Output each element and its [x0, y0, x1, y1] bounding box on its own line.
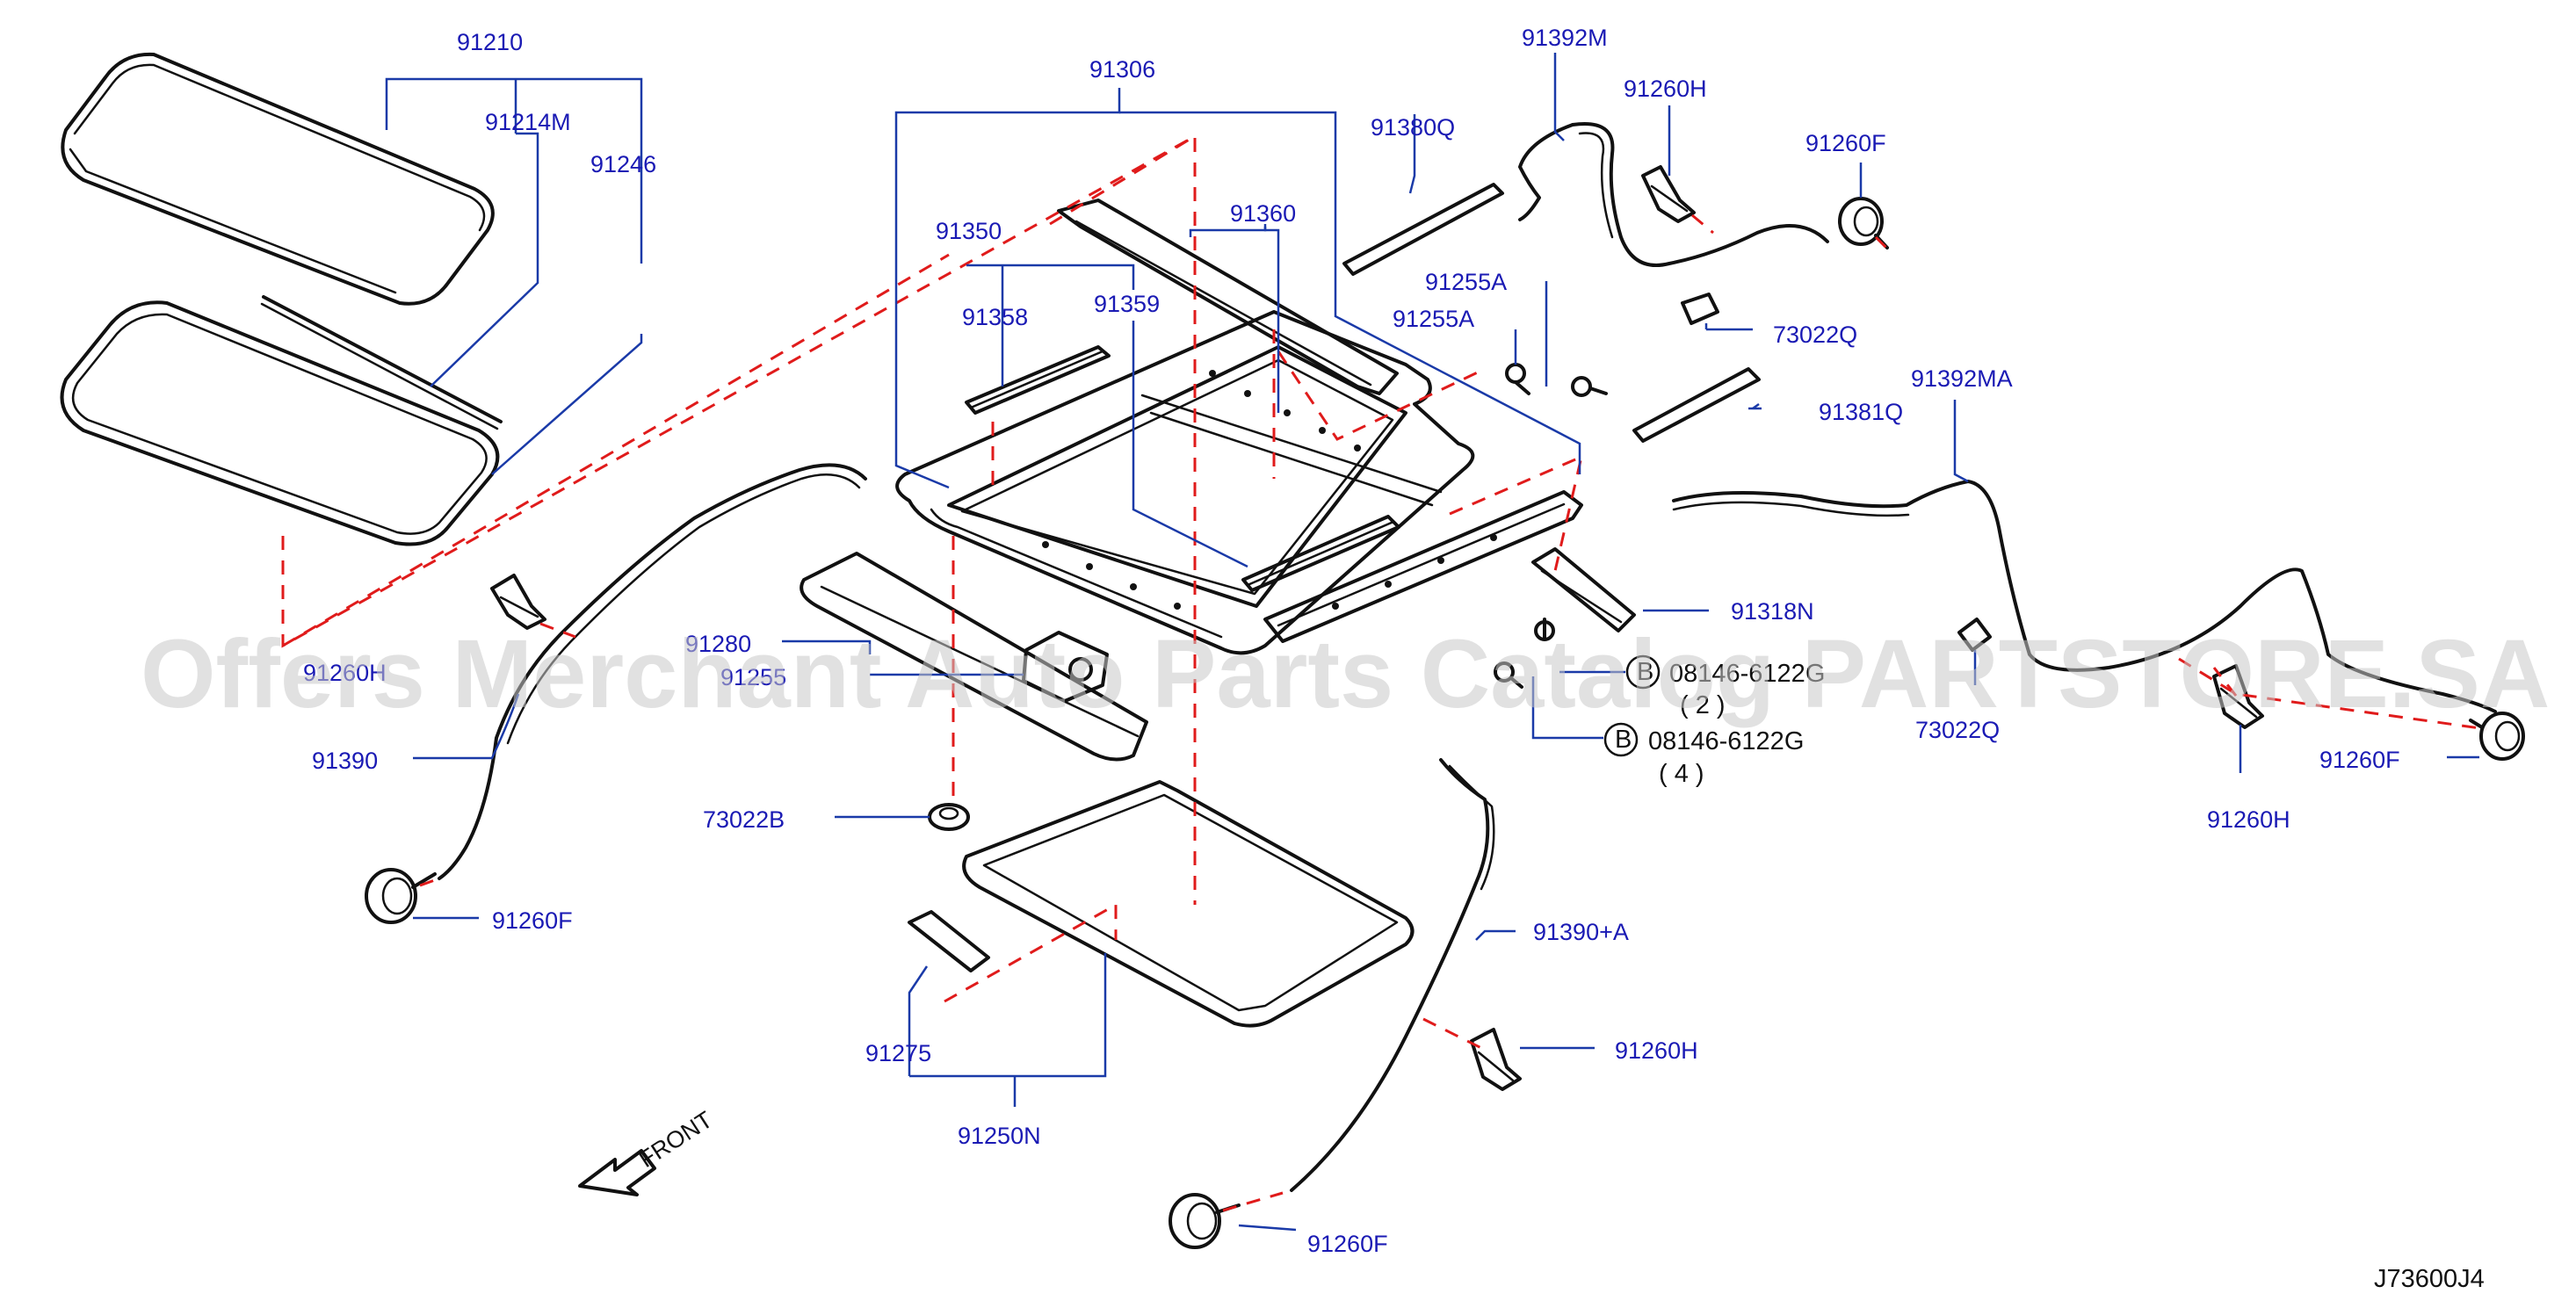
front-deflector-rail[interactable] [1057, 199, 1399, 395]
clip-73022Q-right[interactable] [1957, 618, 1992, 652]
label-91255A-1[interactable]: 91255A [1425, 269, 1507, 295]
callout-leader-lines [385, 53, 2479, 1232]
drain-hose-91392MA[interactable] [1672, 480, 2497, 713]
label-bolt-b1-qty: ( 2 ) [1680, 691, 1726, 719]
sunroof-glass-panel[interactable] [61, 52, 495, 306]
diagram-code: J73600J4 [2374, 1265, 2485, 1293]
label-91210[interactable]: 91210 [457, 29, 523, 55]
rear-trim-panel-91280[interactable] [800, 552, 1148, 762]
label-91392M[interactable]: 91392M [1522, 25, 1608, 51]
wind-deflector-seal-91380Q[interactable] [1342, 183, 1504, 276]
label-91260H-bottom[interactable]: 91260H [1615, 1037, 1698, 1064]
hose-clip-91260H-right[interactable] [2212, 664, 2264, 729]
bracket-91318N[interactable] [1531, 547, 1636, 632]
grommet-91260F-right[interactable] [2469, 712, 2525, 761]
label-91318N[interactable]: 91318N [1731, 598, 1814, 625]
front-label: FRONT [634, 1106, 717, 1173]
guide-rail-right-91359[interactable] [1241, 515, 1400, 592]
clip-73022B[interactable] [928, 803, 970, 831]
grommet-91260F-left[interactable] [365, 868, 437, 924]
marker-b2-letter: B [1615, 726, 1632, 754]
label-91359[interactable]: 91359 [1094, 291, 1160, 317]
drip-seal-91381Q[interactable] [1632, 367, 1761, 443]
sunshade-panel-91250N[interactable] [962, 780, 1415, 1028]
bolt-91255A-b[interactable] [1571, 376, 1608, 397]
label-91260H-right[interactable]: 91260H [2207, 806, 2290, 833]
drain-hose-91390A[interactable] [1290, 758, 1495, 1192]
label-91280[interactable]: 91280 [685, 631, 751, 657]
label-bolt-b2-qty: ( 4 ) [1659, 760, 1704, 788]
drain-hose-91390[interactable] [438, 463, 867, 880]
label-91380Q[interactable]: 91380Q [1371, 114, 1455, 141]
clip-73022Q-top[interactable] [1681, 293, 1719, 325]
label-91392MA[interactable]: 91392MA [1911, 365, 2013, 392]
label-91260F-bottom[interactable]: 91260F [1307, 1231, 1388, 1257]
label-91381Q[interactable]: 91381Q [1819, 399, 1903, 425]
label-91360[interactable]: 91360 [1230, 200, 1296, 227]
bolt-08146-b[interactable] [1494, 661, 1523, 689]
glass-edge-molding-strip[interactable] [260, 295, 503, 430]
label-91260H-top[interactable]: 91260H [1624, 76, 1707, 102]
label-bolt-b2-code[interactable]: 08146-6122G [1648, 727, 1804, 755]
bolt-type-b-marker-1 [1625, 654, 1661, 690]
motor-unit-91255[interactable] [1022, 631, 1109, 703]
label-91246[interactable]: 91246 [590, 151, 656, 177]
guide-rail-left-91358[interactable] [965, 345, 1111, 415]
glass-weatherstrip-seal[interactable] [60, 300, 500, 546]
label-91260F-top[interactable]: 91260F [1805, 130, 1886, 156]
hose-clip-91260H-bottom[interactable] [1470, 1028, 1522, 1091]
label-91260F-left[interactable]: 91260F [492, 907, 573, 934]
label-91275[interactable]: 91275 [865, 1040, 931, 1066]
label-91390[interactable]: 91390 [312, 748, 378, 774]
grommet-91260F-bottom[interactable] [1169, 1193, 1241, 1249]
label-91255[interactable]: 91255 [720, 664, 786, 690]
watermark-text: Offers Merchant Auto Parts Catalog PARTS… [141, 620, 2550, 728]
label-91306[interactable]: 91306 [1089, 56, 1155, 83]
sunshade-handle-91275[interactable] [908, 910, 990, 972]
part-labels: 91210 91214M 91246 91306 91350 91358 913… [303, 25, 2400, 1257]
label-91250N[interactable]: 91250N [958, 1123, 1041, 1149]
label-73022B[interactable]: 73022B [703, 806, 785, 833]
label-91358[interactable]: 91358 [962, 304, 1028, 330]
label-91214M[interactable]: 91214M [485, 109, 571, 135]
hose-clip-91260H-top[interactable] [1641, 165, 1696, 223]
alignment-guide-lines [281, 134, 2487, 1212]
hose-clip-91260H-left[interactable] [490, 574, 546, 630]
sunroof-frame-assembly[interactable] [895, 310, 1475, 655]
bolt-08146-a[interactable] [1534, 618, 1555, 641]
front-direction-arrow [578, 1149, 656, 1196]
label-91260F-right[interactable]: 91260F [2319, 747, 2400, 773]
label-bolt-b1-code[interactable]: 08146-6122G [1669, 660, 1825, 688]
label-91260H-left[interactable]: 91260H [303, 660, 387, 686]
drain-hose-91392M[interactable] [1518, 122, 1829, 267]
marker-b1-letter: B [1637, 658, 1653, 686]
bolt-91255A-a[interactable] [1505, 363, 1530, 395]
label-73022Q-top[interactable]: 73022Q [1773, 322, 1857, 348]
label-91350[interactable]: 91350 [936, 218, 1002, 244]
side-rail-right[interactable] [1263, 490, 1583, 643]
label-91255A-2[interactable]: 91255A [1393, 306, 1474, 332]
label-91390A[interactable]: 91390+A [1533, 919, 1629, 945]
label-73022Q-right[interactable]: 73022Q [1915, 717, 2000, 743]
bolt-type-b-marker-2 [1603, 722, 1639, 757]
